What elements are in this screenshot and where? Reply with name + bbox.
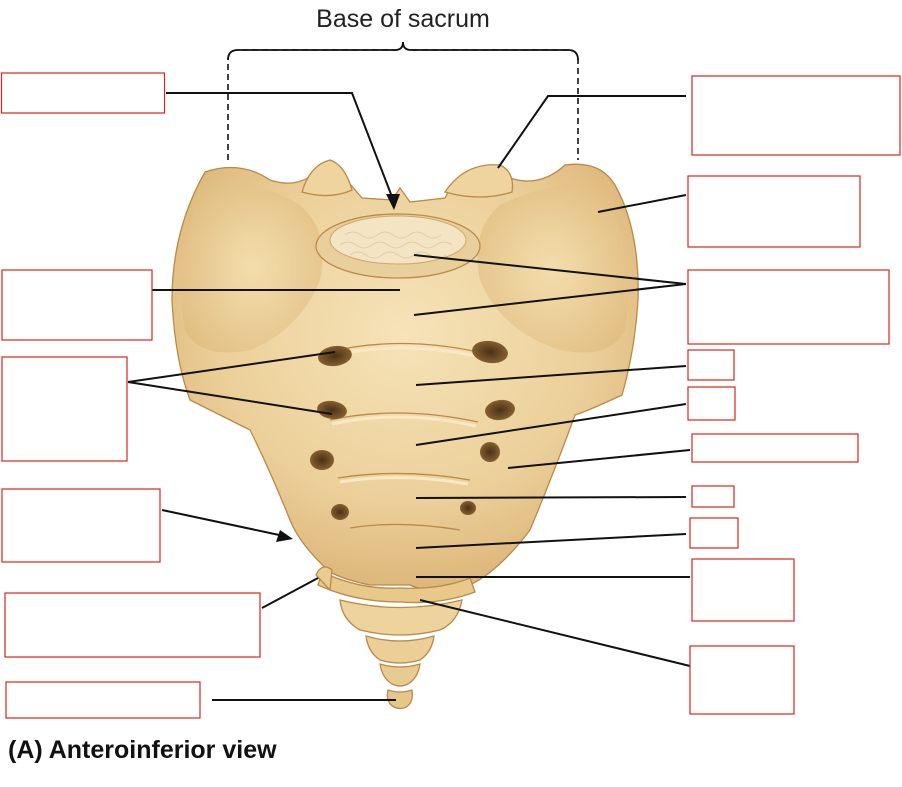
answer-box-s4[interactable] — [689, 517, 739, 549]
sacrum-bone — [171, 159, 639, 604]
leader-lines — [127, 92, 691, 701]
answer-box-base[interactable] — [687, 269, 890, 345]
answer-box-promontory[interactable] — [0, 72, 166, 114]
answer-box-coccyx-right[interactable] — [689, 645, 795, 715]
answer-box-sacral-cornu[interactable] — [4, 592, 261, 658]
answer-box-lateral-mass[interactable] — [691, 433, 859, 463]
coccyx-bone — [339, 599, 463, 710]
answer-boxes-right — [687, 75, 901, 715]
answer-box-ala[interactable] — [687, 175, 861, 248]
answer-box-foramina[interactable] — [1, 356, 128, 462]
answer-boxes-left — [0, 72, 261, 719]
view-caption: (A) Anteroinferior view — [8, 736, 277, 764]
base-bracket — [227, 41, 579, 160]
answer-box-inferior-lateral-angle[interactable] — [1, 488, 161, 563]
answer-box-superior-articular-process[interactable] — [691, 75, 901, 156]
answer-box-s5[interactable] — [691, 558, 795, 622]
answer-box-s3[interactable] — [691, 485, 735, 508]
answer-box-coccyx[interactable] — [5, 681, 201, 719]
base-of-sacrum-label: Base of sacrum — [316, 5, 490, 33]
answer-box-s2[interactable] — [687, 386, 736, 421]
answer-box-s1[interactable] — [687, 349, 735, 381]
answer-box-body[interactable] — [1, 269, 153, 341]
